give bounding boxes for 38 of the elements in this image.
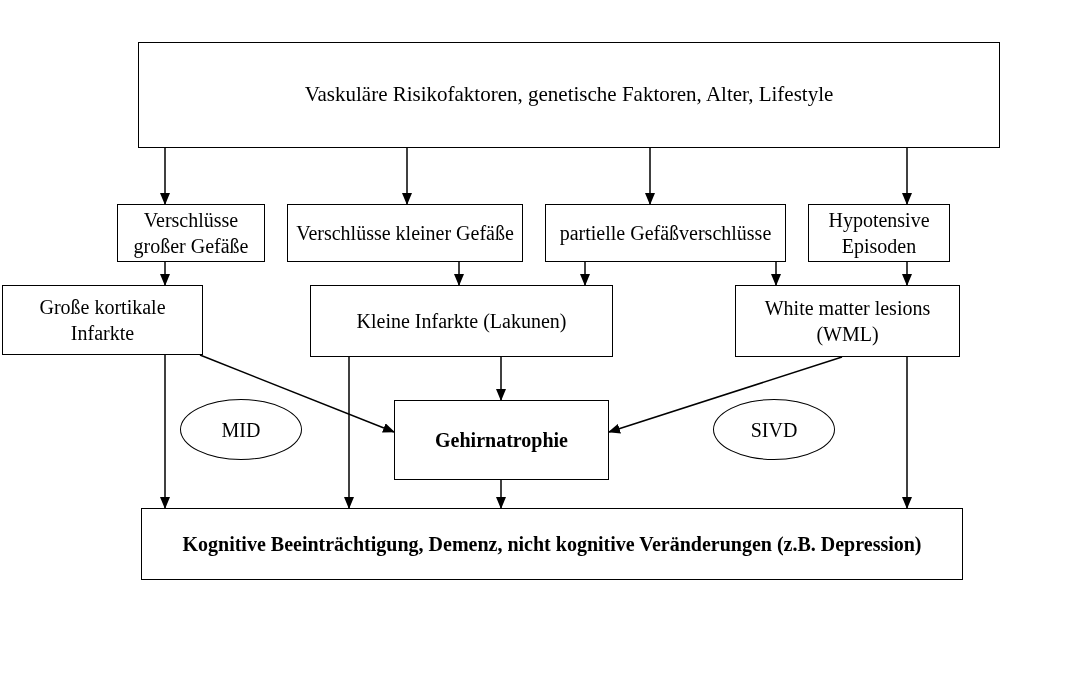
arrow — [160, 147, 170, 205]
node-text: Kleine Infarkte (Lakunen) — [356, 309, 567, 334]
node-text: Hypotensive Episoden — [827, 208, 931, 259]
arrow — [160, 261, 170, 286]
arrow — [454, 261, 464, 286]
arrow — [199, 354, 395, 433]
arrow — [402, 147, 412, 205]
process-box — [310, 285, 613, 357]
node-text: Große kortikale Infarkte — [38, 295, 167, 346]
process-box — [2, 285, 203, 355]
process-box — [545, 204, 786, 262]
node-text: Verschlüsse kleiner Gefäße — [296, 221, 514, 246]
arrow — [608, 356, 843, 434]
arrow — [645, 147, 655, 205]
arrow — [160, 354, 170, 509]
process-box — [141, 508, 963, 580]
arrow — [344, 356, 354, 509]
process-box — [394, 400, 609, 480]
node-text: MID — [221, 417, 261, 443]
arrow — [580, 261, 590, 286]
process-box — [138, 42, 1000, 148]
node-text: White matter lesions (WML) — [763, 296, 932, 347]
node-text: SIVD — [750, 417, 798, 443]
node-text: Gehirnatrophie — [435, 428, 568, 453]
process-box — [735, 285, 960, 357]
process-box — [287, 204, 523, 262]
arrow — [902, 356, 912, 509]
arrow — [496, 356, 506, 401]
arrow — [902, 261, 912, 286]
arrow — [902, 147, 912, 205]
process-box — [808, 204, 950, 262]
node-text: Verschlüsse großer Gefäße — [132, 208, 250, 259]
node-text: Kognitive Beeinträchtigung, Demenz, nicht kognitive Veränderungen (z.B. Depression) — [182, 532, 922, 557]
process-box — [117, 204, 265, 262]
arrow — [496, 479, 506, 509]
node-text: Vaskuläre Risikofaktoren, genetische Faktoren, Alter, Lifestyle — [304, 81, 834, 109]
node-text: partielle Gefäßverschlüsse — [559, 221, 772, 246]
arrow — [771, 261, 781, 286]
